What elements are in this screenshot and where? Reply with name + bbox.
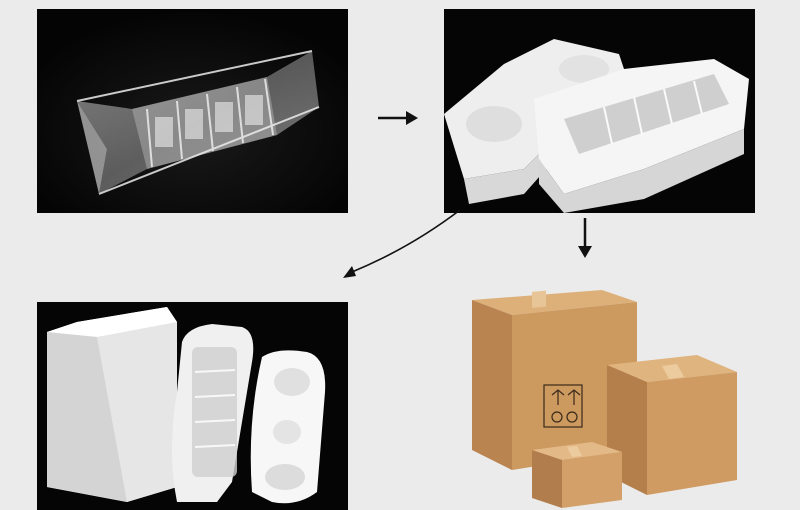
foam-insert-photo: [444, 9, 755, 213]
curved-arrow-icon: [340, 208, 465, 280]
small-box: [532, 442, 622, 508]
cardboard-boxes-image: [472, 290, 737, 508]
white-box: [47, 307, 177, 502]
foam-base: [534, 59, 749, 213]
handling-symbols: [543, 384, 583, 428]
white-box-image: [37, 302, 348, 510]
crystal-trophy-image: [37, 9, 348, 213]
foam-insert-image: [444, 9, 755, 213]
cardboard-boxes-illustration: [462, 280, 762, 510]
foam-half-with-trophy: [172, 324, 254, 502]
crystal-trophy-photo: [37, 9, 348, 213]
foam-half-empty: [250, 350, 326, 504]
right-arrow-icon: [378, 109, 418, 127]
white-box-with-foam-photo: [37, 302, 348, 510]
medium-box: [607, 355, 737, 495]
large-box: [472, 290, 637, 470]
crystal-body: [76, 50, 320, 195]
down-arrow-icon: [576, 218, 594, 258]
